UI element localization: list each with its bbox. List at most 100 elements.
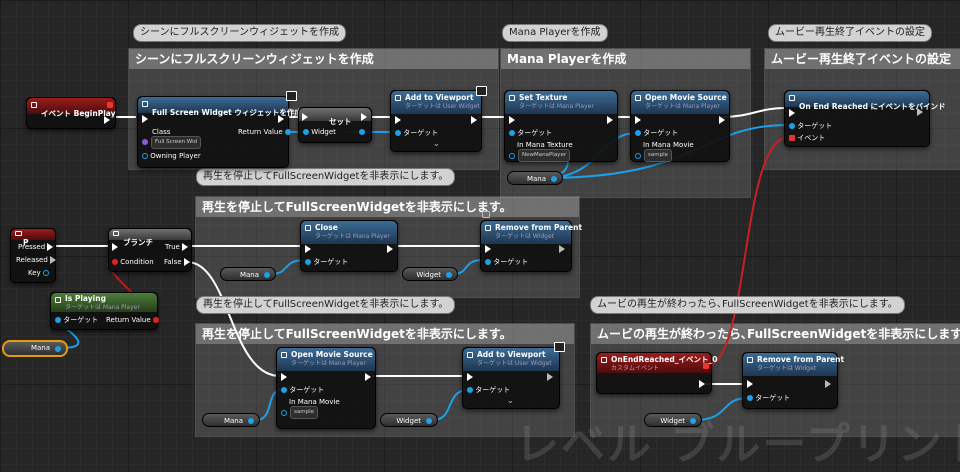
object-pin-icon (55, 317, 61, 323)
node-set-texture[interactable]: Set Texture ターゲットは Mana Player ターゲット In … (504, 90, 618, 162)
movie-dropdown[interactable]: sample (290, 406, 318, 419)
target-pin[interactable]: ターゲット (467, 386, 510, 395)
return-value-pin[interactable]: Return Value (238, 128, 291, 137)
exec-out-pin[interactable] (719, 116, 725, 125)
exec-in-pin[interactable] (305, 245, 311, 254)
event-icon (601, 357, 607, 363)
movie-pin[interactable] (281, 409, 287, 418)
comment-bubble-hide[interactable]: ムービの再生が終わったら､FullScreenWidgetを非表示にします。 (590, 296, 905, 314)
exec-in-pin[interactable] (509, 116, 515, 125)
pin-label: ターゲット (63, 316, 99, 324)
exec-in-pin[interactable] (395, 116, 401, 125)
widget-icon (482, 211, 490, 218)
node-title: Is Playing (65, 294, 106, 303)
exec-out-pin[interactable] (825, 380, 831, 389)
target-pin[interactable]: ターゲット (485, 258, 528, 267)
node-open-movie-source[interactable]: Open Movie Source ターゲットは Mana Player ターゲ… (630, 90, 730, 162)
node-create-widget[interactable]: Full Screen Widget ウィジェットを作成 Class Retur… (137, 96, 302, 168)
node-key-p[interactable]: P Pressed Released Key (10, 228, 57, 283)
mana-variable-getter[interactable]: Mana (220, 267, 276, 281)
exec-in-pin[interactable] (467, 373, 473, 382)
return-value-pin[interactable]: Return Value (106, 316, 159, 325)
node-remove-from-parent[interactable]: Remove from Parent ターゲットは Widget ターゲット (480, 220, 582, 272)
true-pin[interactable]: True (165, 243, 189, 252)
texture-dropdown[interactable]: NewManaPlayer (518, 149, 571, 162)
target-pin[interactable]: ターゲット (747, 394, 790, 403)
node-add-to-viewport-2[interactable]: Add to Viewport ターゲットは User Widget ターゲット… (462, 347, 560, 409)
target-pin[interactable]: ターゲット (55, 316, 98, 325)
exec-in-pin[interactable] (789, 109, 795, 118)
exec-out-pin[interactable] (917, 108, 923, 117)
movie-pin[interactable] (635, 152, 641, 161)
exec-out-pin[interactable] (365, 373, 371, 382)
widget-variable-getter[interactable]: Widget (402, 267, 458, 281)
mana-variable-getter[interactable]: Mana (507, 171, 563, 185)
widget-variable-getter[interactable]: Widget (380, 413, 438, 427)
key-pin[interactable]: Key (28, 269, 49, 278)
delegate-pin-icon[interactable] (703, 363, 709, 369)
comment-bubble-stop1[interactable]: 再生を停止してFullScreenWidgetを非表示にします。 (196, 168, 456, 186)
target-pin[interactable]: ターゲット (305, 258, 348, 267)
exec-in-pin[interactable] (142, 115, 148, 124)
owning-player-pin[interactable]: Owning Player (142, 152, 201, 161)
node-on-end-reached-event[interactable]: OnEndReached_イベント_0 カスタムイベント (596, 352, 717, 394)
delegate-pin-icon[interactable] (107, 102, 113, 108)
node-title: イベント BeginPlay (41, 109, 116, 118)
exec-in-pin[interactable] (485, 245, 491, 254)
comment-bubble-create[interactable]: シーンにフルスクリーンウィジェットを作成 (133, 24, 346, 42)
exec-out-pin[interactable] (104, 116, 110, 125)
class-pin[interactable] (142, 138, 148, 147)
node-title: Full Screen Widget ウィジェットを作成 (152, 108, 302, 117)
node-remove-from-parent-2[interactable]: Remove from Parent ターゲットは Widget ターゲット (742, 352, 844, 409)
target-pin[interactable]: ターゲット (395, 129, 438, 138)
node-bind-on-end-reached[interactable]: On End Reached にイベントをバインド ターゲット イベント (784, 90, 946, 147)
released-pin[interactable]: Released (16, 256, 57, 265)
comment-bubble-movieend[interactable]: ムービー再生終了イベントの設定 (768, 24, 932, 42)
function-icon (747, 357, 753, 363)
exec-out-pin[interactable] (559, 245, 565, 254)
target-pin[interactable]: ターゲット (789, 122, 832, 131)
target-pin[interactable]: ターゲット (635, 129, 678, 138)
false-pin[interactable]: False (164, 258, 190, 267)
texture-pin[interactable] (509, 152, 515, 161)
exec-out-pin[interactable] (387, 245, 393, 254)
node-close[interactable]: Close ターゲットは Mana Player ターゲット (300, 220, 398, 272)
delegate-pin-icon (789, 135, 795, 141)
node-is-playing[interactable]: Is Playing ターゲットは Mana Player ターゲット Retu… (50, 292, 159, 330)
pressed-pin[interactable]: Pressed (18, 243, 54, 252)
exec-in-pin[interactable] (302, 113, 308, 122)
exec-in-pin[interactable] (112, 243, 118, 252)
widget-out-pin[interactable] (359, 128, 365, 137)
node-set[interactable]: セット Widget (298, 107, 372, 143)
chevron-down-icon[interactable]: ⌄ (433, 139, 440, 148)
node-add-to-viewport[interactable]: Add to Viewport ターゲットは User Widget ターゲット… (390, 90, 482, 152)
exec-in-pin[interactable] (635, 116, 641, 125)
node-branch[interactable]: ブランチ True Condition False (108, 228, 192, 272)
exec-out-pin[interactable] (547, 373, 553, 382)
pin-label: Released (16, 256, 48, 264)
exec-in-pin[interactable] (281, 373, 287, 382)
chevron-down-icon[interactable]: ⌄ (507, 396, 514, 405)
node-open-movie-source-2[interactable]: Open Movie Source ターゲットは Mana Player ターゲ… (276, 347, 376, 429)
exec-out-pin[interactable] (699, 380, 705, 389)
event-pin[interactable]: イベント (789, 134, 825, 143)
widget-variable-getter[interactable]: Widget (644, 413, 702, 427)
exec-out-pin[interactable] (361, 113, 367, 122)
class-dropdown[interactable]: Full Screen Wid (151, 136, 202, 149)
target-pin[interactable]: ターゲット (281, 386, 324, 395)
comment-bubble-stop2[interactable]: 再生を停止してFullScreenWidgetを非表示にします。 (196, 296, 456, 314)
bool-pin-icon (112, 259, 118, 265)
exec-out-pin[interactable] (471, 116, 477, 125)
exec-out-pin[interactable] (278, 115, 284, 124)
node-event-beginplay[interactable]: イベント BeginPlay (26, 97, 116, 129)
movie-dropdown[interactable]: sample (644, 149, 672, 162)
target-pin[interactable]: ターゲット (509, 129, 552, 138)
exec-in-pin[interactable] (747, 380, 753, 389)
exec-out-pin[interactable] (607, 116, 613, 125)
widget-pin[interactable]: Widget (303, 128, 336, 137)
mana-variable-getter[interactable]: Mana (202, 413, 260, 427)
condition-pin[interactable]: Condition (112, 258, 154, 267)
pin-label: Widget (311, 128, 336, 136)
comment-bubble-mana[interactable]: Mana Playerを作成 (502, 24, 608, 42)
mana-variable-getter-selected[interactable]: Mana (2, 340, 68, 357)
